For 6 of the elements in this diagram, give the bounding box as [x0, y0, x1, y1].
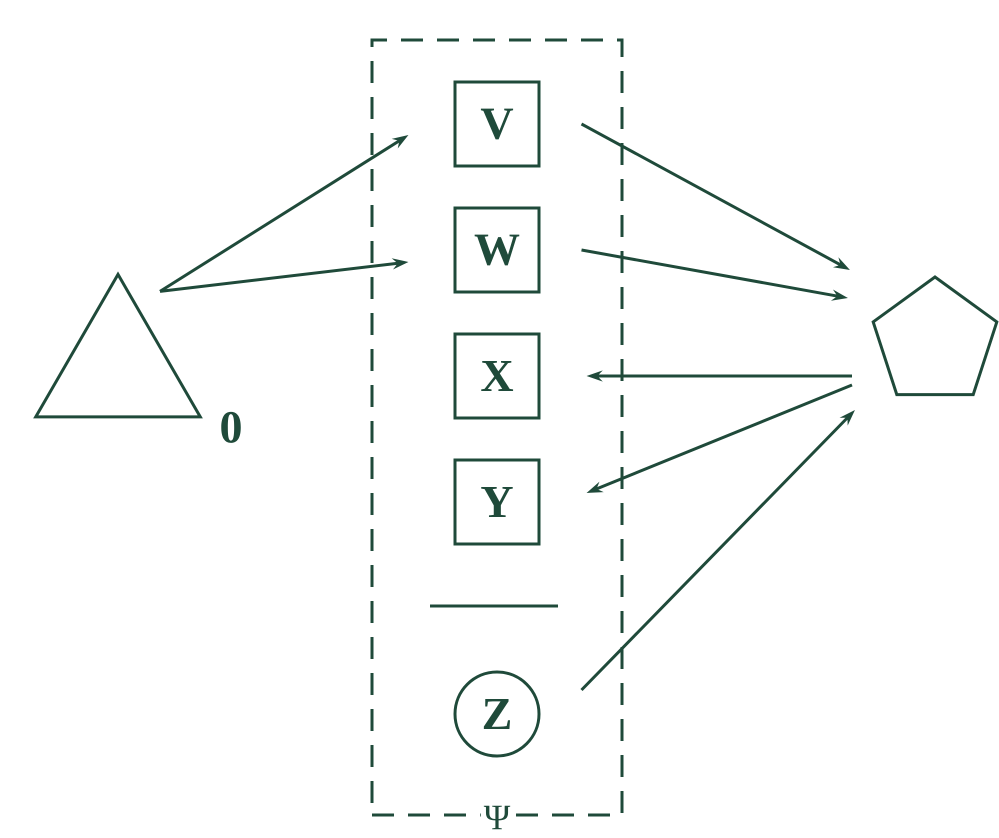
beside-label: 0 [221, 412, 241, 443]
letter-box: X [454, 332, 540, 420]
frame-label: Ψ [480, 802, 514, 832]
letter-box: W [454, 206, 540, 294]
letter-box: V [454, 80, 540, 168]
letter-box: Y [454, 458, 540, 546]
